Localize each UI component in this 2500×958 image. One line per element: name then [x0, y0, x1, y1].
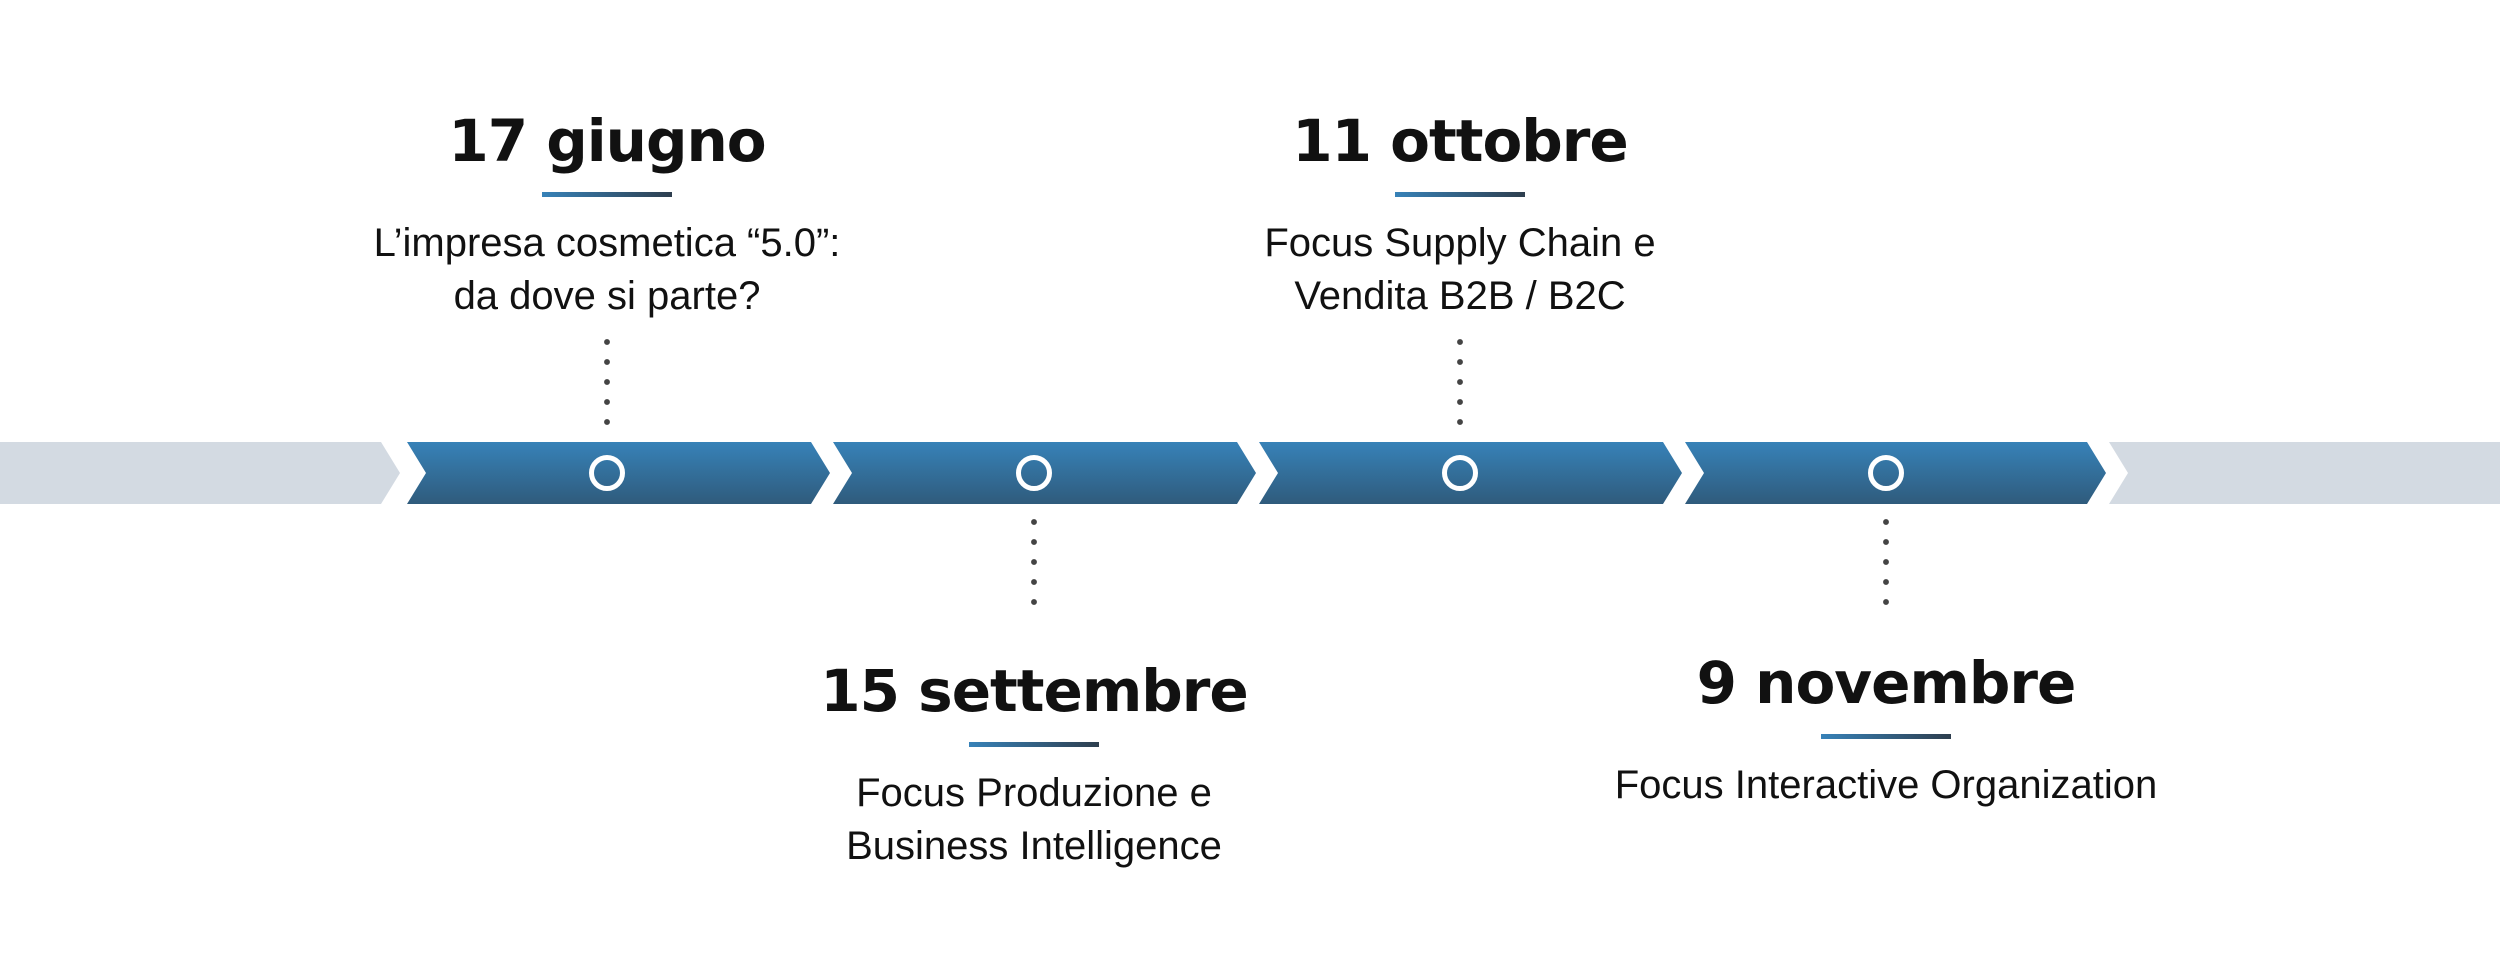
milestone-marker-icon	[1016, 455, 1052, 491]
event-june: 17 giugno L’impresa cosmetica “5.0”: da …	[257, 112, 957, 323]
date-underline	[1395, 192, 1525, 197]
event-october: 11 ottobre Focus Supply Chain e Vendita …	[1110, 112, 1810, 323]
date-underline	[542, 192, 672, 197]
event-november: 9 novembre Focus Interactive Organizatio…	[1486, 654, 2286, 812]
timeline-start-segment	[0, 442, 400, 504]
milestone-marker-icon	[1868, 455, 1904, 491]
date-underline	[969, 742, 1099, 747]
event-september: 15 settembre Focus Produzione e Business…	[684, 662, 1384, 873]
event-description-line: Business Intelligence	[846, 824, 1222, 868]
event-description-line: Focus Supply Chain e	[1264, 221, 1656, 265]
event-description-line: Vendita B2B / B2C	[1294, 274, 1626, 318]
milestone-marker-icon	[1442, 455, 1478, 491]
event-date: 11 ottobre	[1292, 107, 1629, 175]
milestone-marker-icon	[589, 455, 625, 491]
event-description-line: Focus Produzione e	[856, 771, 1212, 815]
dotted-connector	[1031, 512, 1037, 612]
event-date: 9 novembre	[1696, 649, 2077, 717]
dotted-connector	[1457, 332, 1463, 432]
event-description-line: da dove si parte?	[453, 274, 761, 318]
event-description-line: L’impresa cosmetica “5.0”:	[373, 221, 841, 265]
event-date: 17 giugno	[448, 107, 766, 175]
date-underline	[1821, 734, 1951, 739]
timeline-end-segment	[2109, 442, 2500, 504]
event-date: 15 settembre	[820, 657, 1248, 725]
dotted-connector	[1883, 512, 1889, 612]
event-description-line: Focus Interactive Organization	[1614, 763, 2158, 807]
dotted-connector	[604, 332, 610, 432]
